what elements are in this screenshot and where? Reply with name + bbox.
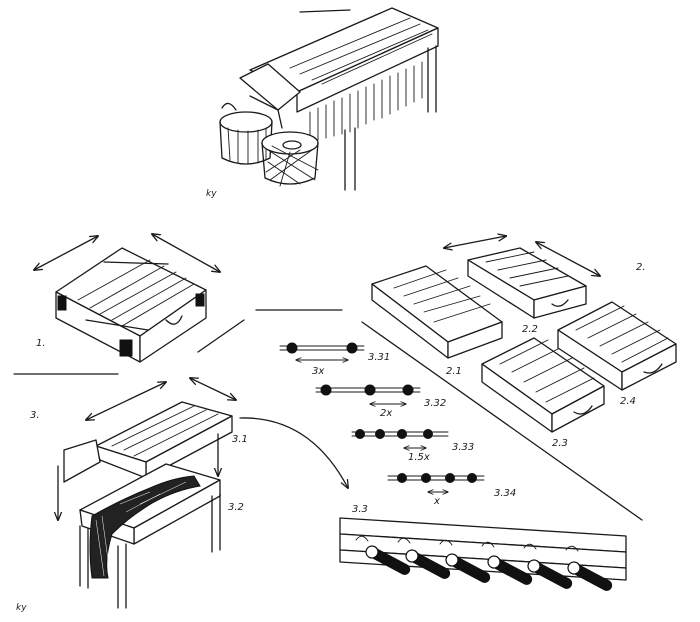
- rods-group: [365, 545, 613, 591]
- bead-rod-3-33: [351, 429, 449, 449]
- drying-table-with-baskets-illustration: [219, 7, 439, 191]
- sieve-stand-illustration: [58, 378, 348, 609]
- spacing-label-1-5x: 1.5x: [408, 452, 430, 463]
- spacing-label-2x: 2x: [380, 408, 392, 419]
- step-label-3-2: 3.2: [228, 502, 244, 513]
- section-label-3: 3.: [30, 410, 40, 421]
- step-label-3-33: 3.33: [452, 442, 474, 453]
- separator-lines: [13, 309, 643, 521]
- section-label-2: 2.: [636, 262, 646, 273]
- step-label-3-1: 3.1: [232, 434, 248, 445]
- box-label-2-4: 2.4: [620, 396, 636, 407]
- step-label-3-3: 3.3: [352, 504, 368, 515]
- box-label-2-3: 2.3: [552, 438, 568, 449]
- square-sieve-frame-illustration: [34, 234, 220, 363]
- bead-rod-3-34: [387, 473, 485, 493]
- spacing-label-3x: 3x: [312, 366, 324, 377]
- bead-rod-3-31: [279, 342, 365, 360]
- signature-bottom: ky: [16, 603, 27, 613]
- box-label-2-1: 2.1: [446, 366, 462, 377]
- four-trays-illustration: [371, 236, 677, 433]
- step-label-3-32: 3.32: [424, 398, 446, 409]
- bead-rod-3-32: [315, 384, 421, 404]
- box-label-2-2: 2.2: [522, 324, 538, 335]
- step-label-3-31: 3.31: [368, 352, 390, 363]
- spacing-label-x: x: [433, 496, 440, 507]
- section-label-1: 1.: [36, 338, 46, 349]
- signature-top: ky: [206, 189, 217, 199]
- step-label-3-34: 3.34: [494, 488, 516, 499]
